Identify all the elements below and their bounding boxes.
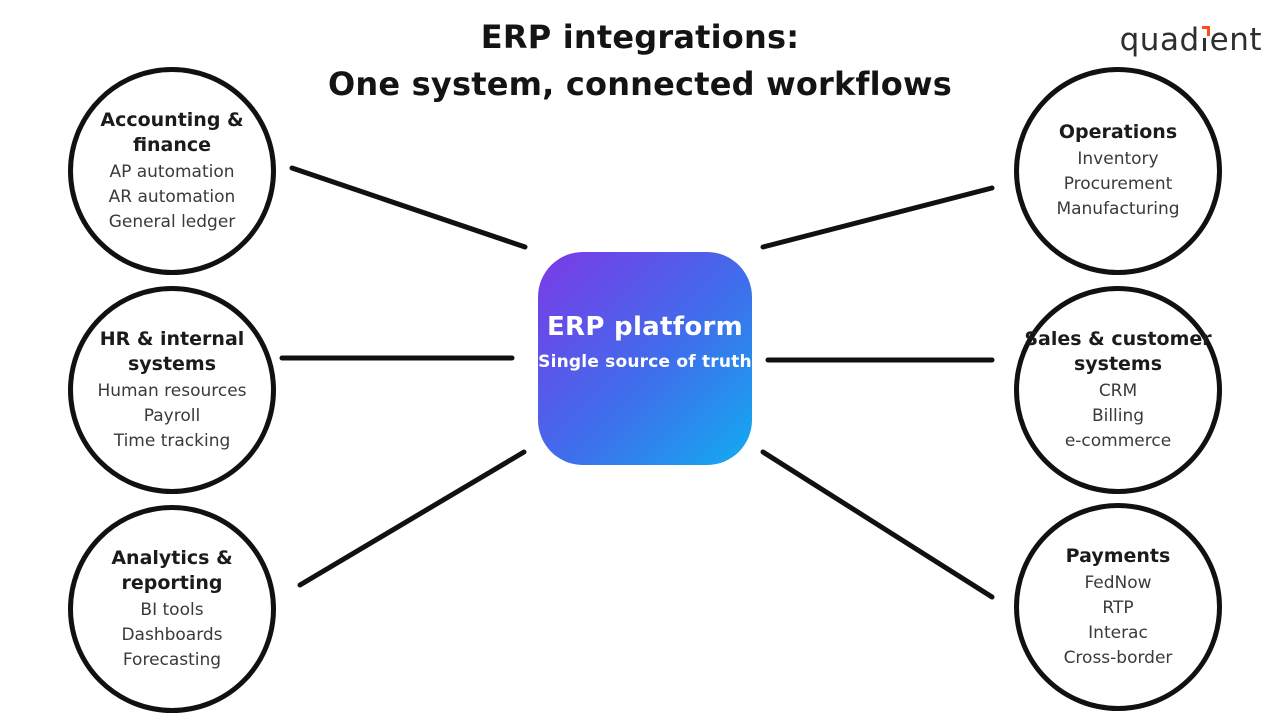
page-title-line-1: ERP integrations: [480, 18, 800, 56]
erp-platform-title: ERP platform [546, 311, 744, 342]
node-accounting-item: AR automation [108, 186, 236, 207]
connector-accounting-line [289, 165, 528, 250]
quadient-logo-text-post: ent [1209, 22, 1262, 58]
node-accounting-heading-line2: finance [132, 133, 212, 156]
node-payments-item: RTP [1102, 597, 1134, 618]
connector-operations-line [760, 185, 995, 250]
erp-platform-subtitle: Single source of truth [538, 351, 752, 372]
node-analytics-item: BI tools [140, 599, 204, 620]
node-payments-item: FedNow [1084, 572, 1152, 593]
quadient-i-glyph [1200, 25, 1210, 56]
node-sales-heading-line1: Sales & customer [1024, 327, 1212, 350]
node-payments-item: Cross-border [1063, 647, 1173, 668]
node-sales-heading-line2: systems [1073, 352, 1163, 375]
node-payments-item: Interac [1088, 622, 1148, 643]
connector-analytics-line [297, 449, 527, 588]
erp-platform-hub: ERP platform Single source of truth [538, 252, 752, 465]
node-sales-item: Billing [1091, 405, 1145, 426]
node-payments: Payments FedNow RTP Interac Cross-border [1014, 503, 1222, 711]
node-sales-item: CRM [1098, 380, 1138, 401]
node-accounting-finance: Accounting & finance AP automation AR au… [68, 67, 276, 275]
node-analytics-item: Dashboards [121, 624, 223, 645]
node-operations-item: Inventory [1077, 149, 1159, 169]
node-sales-customer-systems: Sales & customer systems CRM Billing e-c… [1014, 286, 1222, 494]
quadient-i-stem [1202, 38, 1206, 51]
node-hr-heading-line2: systems [127, 352, 217, 375]
node-operations-item: Procurement [1063, 174, 1173, 194]
page-title-line-2: One system, connected workflows [328, 65, 952, 103]
connector-payments-line [760, 449, 995, 600]
node-hr-heading-line1: HR & internal [99, 327, 245, 350]
quadient-orange-corner-icon [1201, 26, 1210, 36]
node-analytics-heading-line2: reporting [121, 571, 223, 594]
quadient-logo-text-pre: quad [1119, 22, 1200, 58]
node-hr-item: Human resources [97, 380, 247, 401]
page-title: ERP integrations: One system, connected … [0, 14, 1280, 108]
node-operations: Operations Inventory Procurement Manufac… [1014, 67, 1222, 275]
node-hr-item: Time tracking [113, 430, 231, 451]
node-accounting-item: General ledger [108, 211, 236, 232]
node-payments-heading: Payments [1065, 544, 1171, 567]
node-analytics-item: Forecasting [122, 649, 222, 670]
node-analytics-reporting: Analytics & reporting BI tools Dashboard… [68, 505, 276, 713]
node-operations-heading: Operations [1058, 121, 1178, 143]
node-hr-item: Payroll [143, 405, 201, 426]
node-hr-internal-systems: HR & internal systems Human resources Pa… [68, 286, 276, 494]
node-accounting-item: AP automation [109, 161, 235, 182]
node-analytics-heading-line1: Analytics & [111, 546, 233, 569]
node-sales-item: e-commerce [1064, 430, 1172, 451]
node-operations-item: Manufacturing [1056, 199, 1180, 219]
node-accounting-heading-line1: Accounting & [100, 108, 244, 131]
